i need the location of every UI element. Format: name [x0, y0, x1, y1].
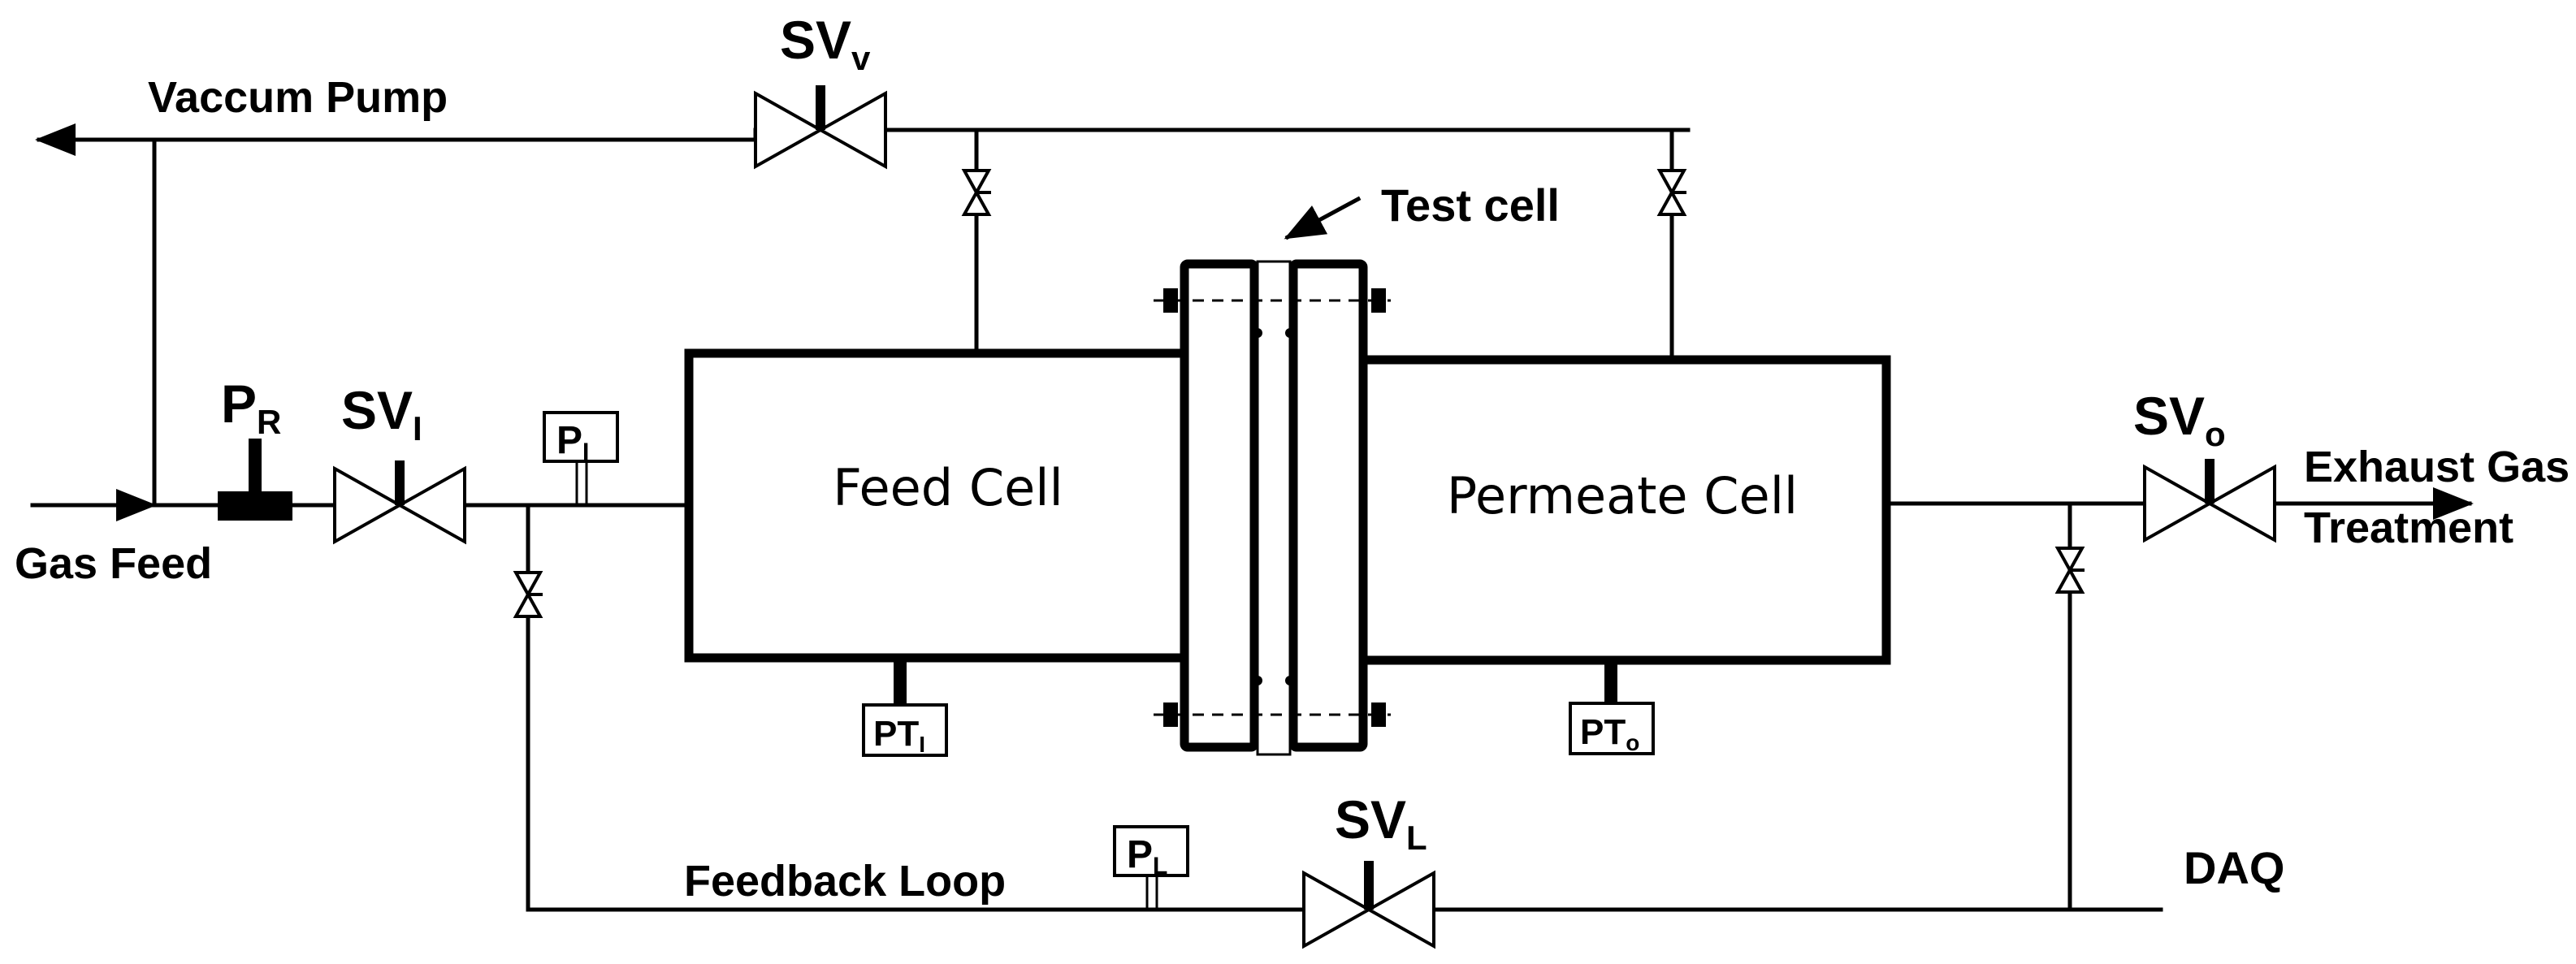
sv-v-label: SVv	[780, 10, 871, 77]
valve-sv-l	[1302, 861, 1435, 949]
daq-label: DAQ	[2184, 842, 2284, 893]
sv-i-label: SVI	[341, 380, 422, 447]
p-r-label: PR	[221, 374, 281, 441]
vacuum-pump-label: Vaccum Pump	[148, 73, 448, 122]
valve-sv-o	[2143, 459, 2276, 543]
needle-valve-permeate-vent	[1656, 169, 1687, 216]
gauge-p-i	[543, 411, 619, 505]
sv-o-label: SVo	[2133, 386, 2226, 453]
test-cell-assembly	[1154, 259, 1391, 756]
valve-sv-v	[754, 85, 887, 170]
transducer-pt-o	[1569, 660, 1655, 755]
test-cell-pointer-arrow	[1284, 196, 1362, 240]
feedback-loop-label: Feedback Loop	[684, 857, 1006, 906]
p-i-label: PI	[556, 419, 589, 465]
pt-i-label: PTI	[873, 714, 925, 757]
test-cell-label: Test cell	[1381, 179, 1560, 231]
exhaust-label-line2: Treatment	[2304, 504, 2513, 552]
permeate-cell-box	[1353, 355, 1891, 665]
pt-o-label: PTo	[1580, 712, 1639, 755]
feed-cell-label: Feed Cell	[833, 458, 1063, 517]
p-l-label: PL	[1127, 833, 1167, 880]
needle-valve-feed-vent	[961, 169, 992, 216]
valve-sv-i	[333, 460, 466, 545]
transducer-pt-i	[862, 658, 948, 757]
pressure-regulator	[218, 439, 292, 521]
gas-feed-label: Gas Feed	[15, 539, 212, 588]
needle-valve-outlet	[2054, 547, 2085, 594]
feed-cell-box	[684, 348, 1191, 663]
exhaust-label-line1: Exhaust Gas	[2304, 443, 2570, 491]
gauge-p-l	[1113, 825, 1189, 910]
sv-l-label: SVL	[1335, 789, 1427, 857]
needle-valve-feedback	[513, 571, 543, 618]
permeate-cell-label: Permeate Cell	[1447, 466, 1798, 525]
